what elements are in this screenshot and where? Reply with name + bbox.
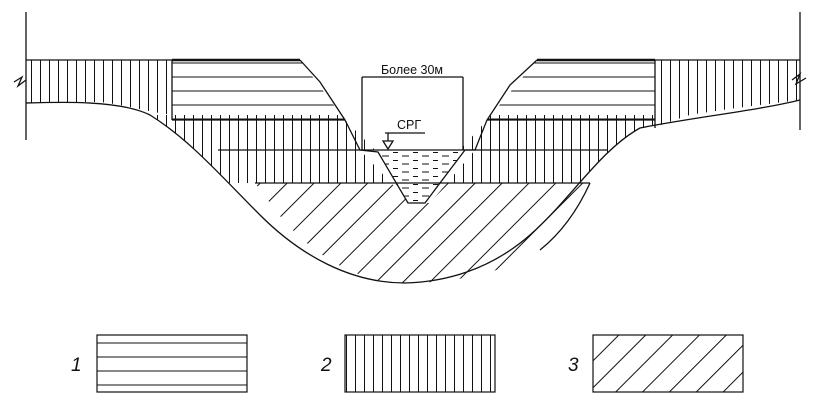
layer-2-vertical-left [26, 60, 172, 115]
legend-item-1: 1 [71, 334, 248, 393]
water-level-label: СРГ [397, 118, 421, 132]
legend-item-3: 3 [568, 334, 744, 393]
legend-item-2: 2 [320, 334, 496, 393]
legend-number-3: 3 [568, 355, 579, 376]
river-channel-cut [300, 60, 537, 203]
layer-1-horizontal-right [487, 60, 655, 120]
legend-number-2: 2 [320, 355, 332, 376]
width-label: Более 30м [381, 63, 443, 77]
water-body [378, 150, 465, 203]
legend-number-1: 1 [71, 355, 82, 376]
channel-side-vertical [345, 120, 487, 150]
layer-1-horizontal-left [172, 60, 345, 120]
legend-swatch-diagonal [592, 334, 744, 393]
layer-2-vertical-right [655, 60, 800, 128]
layer-3-diagonal [255, 183, 590, 283]
legend: 1 2 3 [71, 334, 744, 393]
legend-swatch-vertical [344, 334, 496, 393]
legend-swatch-horizontal [96, 334, 248, 393]
diagram-outlines [13, 12, 807, 284]
